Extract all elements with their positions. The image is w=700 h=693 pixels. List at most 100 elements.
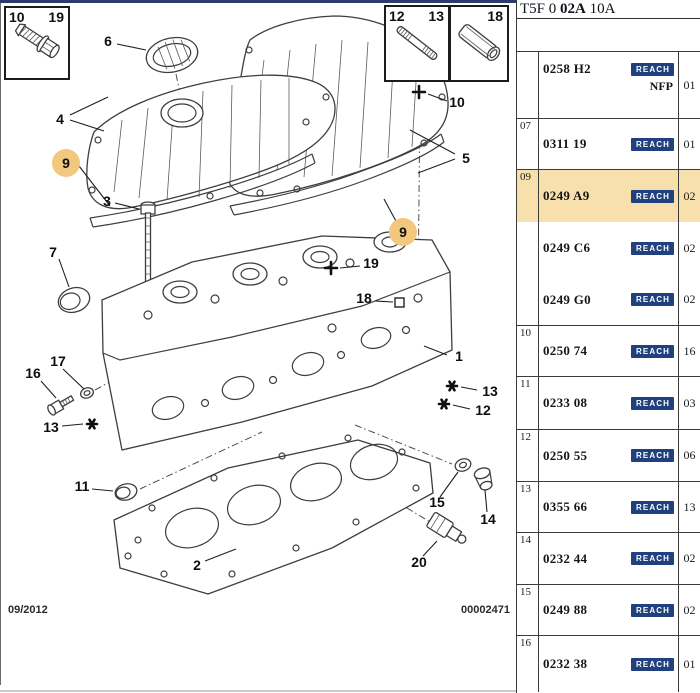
callout-9-left[interactable]: 9 bbox=[62, 155, 70, 171]
square-marker-icon bbox=[394, 297, 405, 308]
table-section: 16 0232 38 REACH 01 bbox=[517, 635, 700, 692]
part-row[interactable]: 0233 08 REACH 03 bbox=[517, 377, 700, 429]
callout-20[interactable]: 20 bbox=[411, 554, 427, 570]
table-header-spacer bbox=[517, 19, 700, 51]
cross-marker-icon bbox=[323, 84, 427, 276]
part-row[interactable]: 0250 74 REACH 16 bbox=[517, 326, 700, 376]
part-row[interactable]: 0232 38 REACH 01 bbox=[517, 636, 700, 692]
part-row[interactable]: 0355 66 REACH 13 bbox=[517, 482, 700, 532]
reach-badge[interactable]: REACH bbox=[631, 396, 674, 410]
reach-badge[interactable]: REACH bbox=[631, 657, 674, 671]
reach-badge[interactable]: REACH bbox=[631, 344, 674, 358]
callout-12-right[interactable]: 12 bbox=[475, 402, 491, 418]
reach-badge[interactable]: REACH bbox=[631, 241, 674, 255]
ref-index: 15 bbox=[520, 586, 531, 598]
parts-table: T5F 0 02A 10A 0258 H2 REACH NFP 01 bbox=[516, 0, 700, 693]
table-section: 07 0311 19 REACH 01 bbox=[517, 118, 700, 169]
reach-badge[interactable]: REACH bbox=[631, 293, 674, 306]
reach-badge[interactable]: REACH bbox=[631, 552, 674, 565]
reach-badge[interactable]: REACH bbox=[631, 449, 674, 462]
valve-cover-lower bbox=[86, 74, 336, 210]
table-section: 13 0355 66 REACH 13 bbox=[517, 481, 700, 532]
part-number[interactable]: 0232 44 bbox=[543, 550, 588, 566]
star-marker-icon bbox=[85, 380, 459, 430]
exploded-view-diagram: 6 4 9 3 7 10 5 9 19 18 1 13 12 17 16 13 … bbox=[4, 5, 510, 616]
part-number[interactable]: 0249 A9 bbox=[543, 188, 590, 203]
part-number[interactable]: 0232 38 bbox=[543, 656, 588, 671]
ref-index: 10 bbox=[520, 327, 531, 339]
inset-label: 10 bbox=[9, 9, 25, 25]
part-row[interactable]: 0250 55 REACH 06 bbox=[517, 430, 700, 481]
part-number[interactable]: 0355 66 bbox=[543, 499, 588, 514]
callout-9-right[interactable]: 9 bbox=[399, 224, 407, 240]
cover-gasket-left bbox=[89, 153, 316, 228]
reach-badge[interactable]: REACH bbox=[631, 189, 674, 203]
part-number[interactable]: 0249 C6 bbox=[543, 240, 591, 255]
inset-label: 13 bbox=[428, 8, 444, 24]
table-section: 0258 H2 REACH NFP 01 bbox=[517, 51, 700, 118]
top-accent-bar bbox=[0, 0, 700, 3]
part-row-selected[interactable]: 0249 A9 REACH 02 bbox=[517, 170, 700, 222]
part-row[interactable]: 0311 19 REACH 01 bbox=[517, 119, 700, 169]
part-number[interactable]: 0258 H2 bbox=[543, 61, 591, 76]
callout-6[interactable]: 6 bbox=[104, 33, 112, 49]
callout-3[interactable]: 3 bbox=[103, 193, 111, 209]
callout-4[interactable]: 4 bbox=[56, 111, 64, 127]
callout-10[interactable]: 10 bbox=[449, 94, 465, 110]
part-number[interactable]: 0250 74 bbox=[543, 343, 588, 358]
reach-badge[interactable]: REACH bbox=[631, 137, 674, 151]
callout-19[interactable]: 19 bbox=[363, 255, 379, 271]
flanged-screw-illustration bbox=[14, 23, 60, 59]
callout-7[interactable]: 7 bbox=[49, 244, 57, 260]
reach-badge[interactable]: REACH bbox=[631, 603, 674, 617]
quantity: 02 bbox=[683, 602, 696, 617]
part-row[interactable]: 0232 44 REACH 02 bbox=[517, 533, 700, 584]
head-gasket bbox=[113, 434, 434, 595]
ref-index: 14 bbox=[520, 534, 531, 546]
part-number[interactable]: 0250 55 bbox=[543, 447, 588, 463]
callout-18[interactable]: 18 bbox=[356, 290, 372, 306]
page-bottom-border bbox=[0, 690, 700, 692]
table-section: 15 0249 88 REACH 02 bbox=[517, 584, 700, 635]
quantity: 01 bbox=[683, 136, 696, 151]
callout-1[interactable]: 1 bbox=[455, 348, 463, 364]
ref-index: 09 bbox=[520, 171, 531, 183]
bolt-16 bbox=[47, 395, 75, 416]
quantity: 03 bbox=[683, 395, 696, 410]
callout-13-right[interactable]: 13 bbox=[482, 383, 498, 399]
title-suffix: 10A bbox=[585, 1, 616, 17]
callout-13-left[interactable]: 13 bbox=[43, 419, 59, 435]
reach-badge[interactable]: REACH bbox=[631, 500, 674, 514]
part-number[interactable]: 0249 G0 bbox=[543, 291, 591, 307]
part-row[interactable]: 0249 C6 REACH 02 bbox=[517, 222, 700, 274]
table-section: 11 0233 08 REACH 03 bbox=[517, 376, 700, 429]
sensor-20 bbox=[426, 511, 467, 544]
callout-highlight bbox=[389, 218, 417, 246]
part-row[interactable]: 0258 H2 REACH NFP 01 bbox=[517, 52, 700, 118]
callout-5[interactable]: 5 bbox=[462, 150, 470, 166]
callout-11[interactable]: 11 bbox=[75, 478, 90, 494]
stud-illustration bbox=[396, 26, 438, 60]
washer-15 bbox=[454, 458, 472, 472]
quantity: 01 bbox=[683, 77, 696, 92]
callout-17[interactable]: 17 bbox=[50, 353, 66, 369]
part-row[interactable]: 0249 G0 REACH 02 bbox=[517, 274, 700, 325]
callout-highlight bbox=[52, 149, 80, 177]
diagram-number: 00002471 bbox=[461, 604, 510, 616]
callout-15[interactable]: 15 bbox=[429, 494, 445, 510]
table-section: 10 0250 74 REACH 16 bbox=[517, 325, 700, 376]
inset-label: 18 bbox=[487, 8, 503, 24]
cup-plug-11 bbox=[114, 483, 138, 501]
part-note: NFP bbox=[649, 79, 673, 93]
part-number[interactable]: 0249 88 bbox=[543, 602, 588, 617]
inset-box-dowel: 18 bbox=[449, 5, 509, 82]
part-number[interactable]: 0233 08 bbox=[543, 395, 588, 410]
part-row[interactable]: 0249 88 REACH 02 bbox=[517, 585, 700, 635]
cylinder-head bbox=[101, 231, 453, 451]
callout-14[interactable]: 14 bbox=[480, 511, 496, 527]
callout-16[interactable]: 16 bbox=[25, 365, 41, 381]
reach-badge[interactable]: REACH bbox=[631, 62, 674, 76]
callout-2[interactable]: 2 bbox=[193, 557, 201, 573]
part-number[interactable]: 0311 19 bbox=[543, 136, 587, 151]
